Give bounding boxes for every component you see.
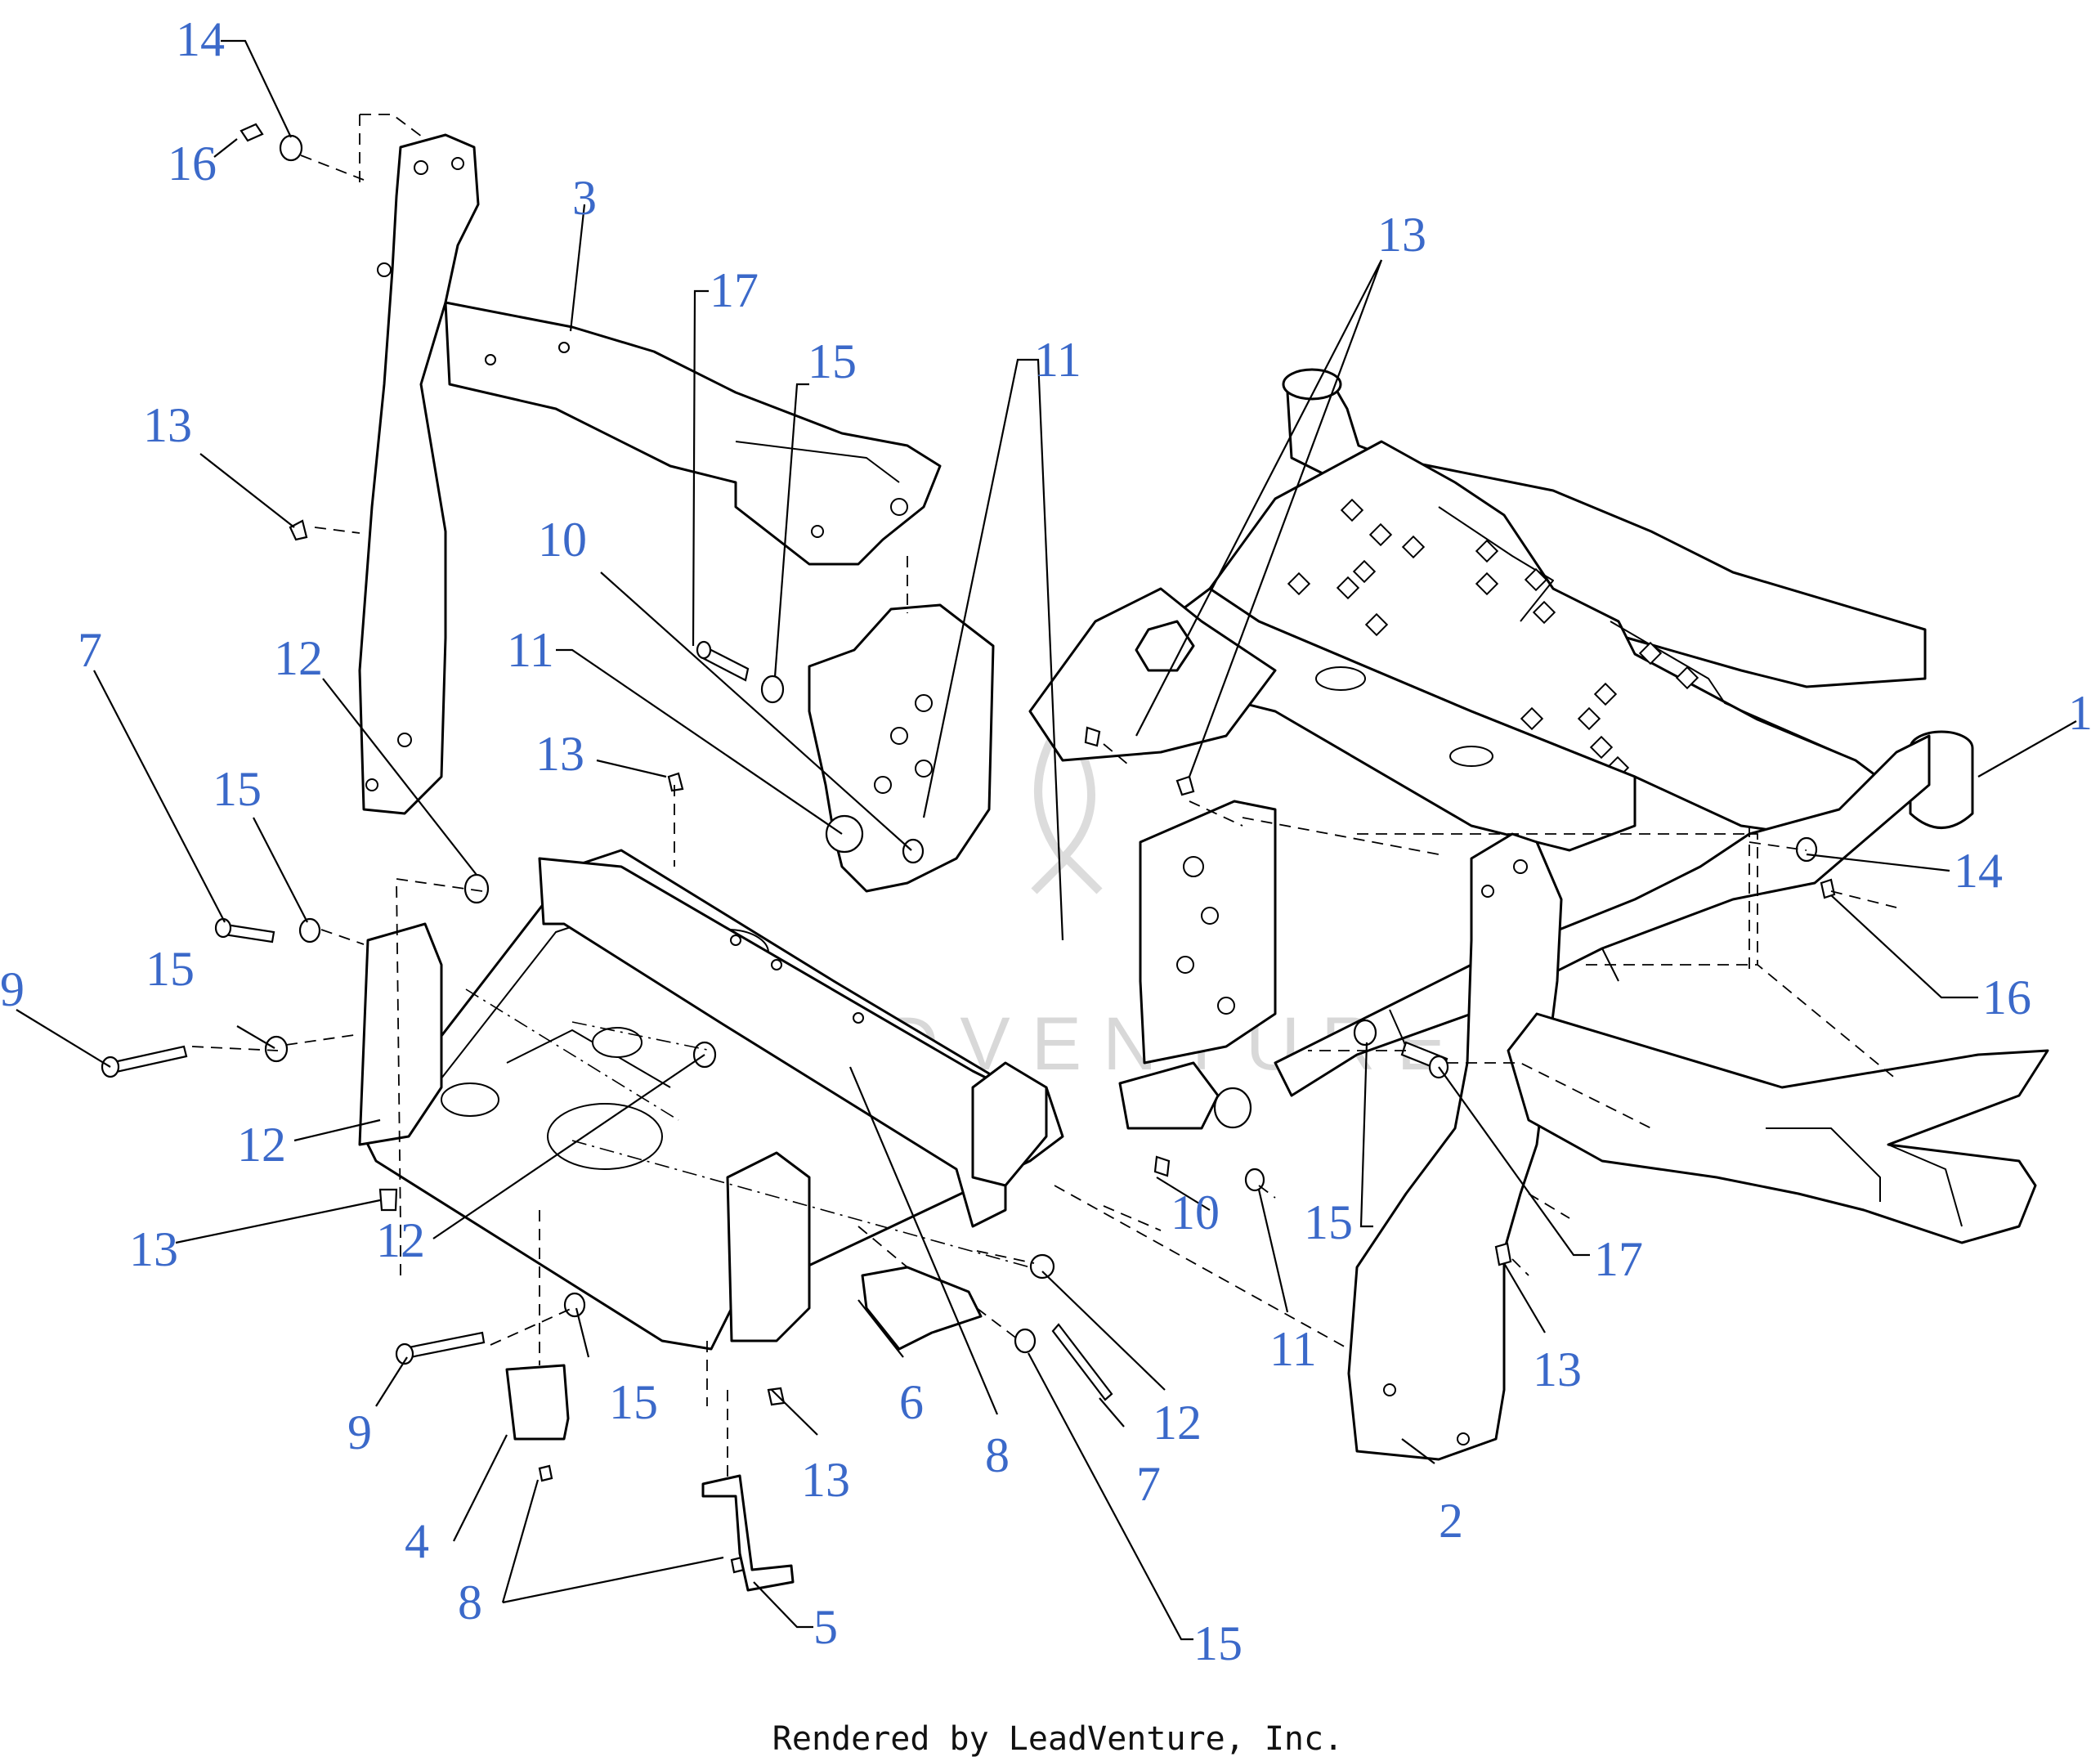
callout-13-top-right: 13 (1377, 208, 1426, 262)
callout-17-right: 17 (1594, 1232, 1643, 1286)
callout-10-center: 10 (1171, 1186, 1220, 1239)
callout-12-center: 12 (376, 1213, 425, 1267)
left-upright-assembly (358, 133, 942, 815)
callout-6: 6 (899, 1375, 924, 1429)
callout-15-right: 15 (1304, 1195, 1353, 1249)
callout-11-top: 11 (1034, 333, 1081, 387)
footer-credit: Rendered by LeadVenture, Inc. (772, 1720, 1343, 1757)
callout-4: 4 (405, 1514, 429, 1568)
callout-11-low: 11 (1269, 1322, 1317, 1376)
callout-13-mid: 13 (535, 727, 584, 781)
callout-10-top: 10 (538, 513, 587, 567)
callout-3: 3 (572, 171, 597, 225)
callout-1: 1 (2068, 686, 2093, 740)
frame-assembly (1028, 368, 1974, 1097)
callout-14-top: 14 (176, 12, 225, 66)
callout-9-left: 9 (0, 962, 25, 1016)
watermark-logo (1031, 712, 1103, 894)
leader-lines (16, 39, 2077, 1641)
front-frame (358, 849, 1220, 1351)
callout-7-left: 7 (78, 623, 102, 677)
callout-2: 2 (1439, 1494, 1463, 1548)
callout-15-bottom: 15 (1193, 1616, 1243, 1670)
callout-8-bottom: 8 (458, 1575, 482, 1629)
right-upright-assembly (1347, 832, 2049, 1461)
callout-14-right: 14 (1954, 844, 2003, 898)
callout-15-top: 15 (808, 334, 857, 388)
callout-13-left: 13 (143, 398, 192, 452)
callout-13-right: 13 (1533, 1342, 1582, 1396)
callout-7-low: 7 (1136, 1457, 1161, 1511)
assembly-lines (191, 114, 1897, 1480)
callout-15-left2: 15 (146, 942, 195, 996)
callout-12-low: 12 (1153, 1396, 1202, 1450)
callout-5: 5 (813, 1600, 838, 1654)
callout-17-top: 17 (710, 263, 759, 317)
callout-12-left2: 12 (237, 1118, 286, 1172)
callout-13-low: 13 (801, 1453, 850, 1507)
callout-9-low: 9 (347, 1405, 372, 1459)
callout-11-mid: 11 (507, 623, 554, 677)
callout-12-left: 12 (274, 631, 323, 685)
callout-15-left: 15 (213, 762, 262, 816)
callout-labels: 14 16 3 17 15 11 13 13 10 11 13 7 12 15 … (0, 12, 2093, 1670)
callout-15-low: 15 (609, 1375, 658, 1429)
callout-13-low-left: 13 (129, 1222, 178, 1276)
callout-16-top: 16 (168, 137, 217, 190)
callout-8-center: 8 (985, 1428, 1010, 1482)
callout-16-right: 16 (1982, 970, 2031, 1024)
